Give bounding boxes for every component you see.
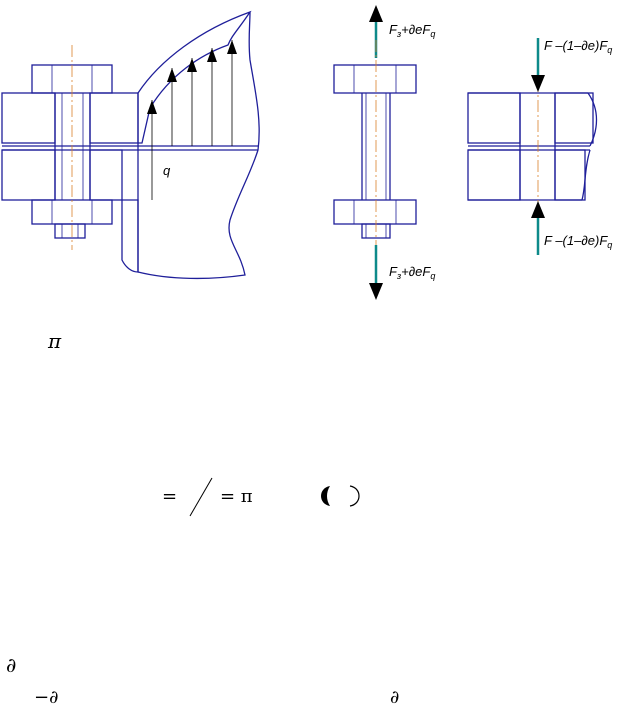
right-bottom-arrowhead xyxy=(531,201,545,218)
top-force-arrowhead xyxy=(369,5,383,22)
lower-left-flange xyxy=(1,149,56,201)
pressure-arrow-5 xyxy=(227,40,237,54)
upper-left-flange xyxy=(1,92,56,144)
right-bottom-force-label: F –(1–∂e)Fq xyxy=(544,233,612,250)
vessel-wall-bottom xyxy=(121,199,139,273)
pressure-arrow-2 xyxy=(167,68,177,82)
paren-right xyxy=(349,485,360,507)
pi-symbol: π xyxy=(47,329,62,353)
mid-bolt-head xyxy=(333,64,417,94)
top-force-label: Fз+∂eFq xyxy=(389,22,435,39)
label-q: q xyxy=(163,163,171,178)
equation-fragment: = = π xyxy=(162,477,360,517)
paren-left xyxy=(321,486,330,506)
bottom-force-label: Fз+∂eFq xyxy=(389,264,435,281)
flange-break-line xyxy=(581,92,598,201)
vessel-outline xyxy=(137,11,260,280)
partial-symbol: ∂ xyxy=(6,653,16,677)
upper-mid-flange xyxy=(89,92,139,144)
bolt-free-body: Fз+∂eFq Fз+∂eFq xyxy=(333,5,435,300)
pressure-arrow-4 xyxy=(207,48,217,62)
lower-mid-flange xyxy=(89,149,123,201)
left-joint-drawing: q xyxy=(1,10,260,280)
right-top-arrowhead xyxy=(531,75,545,92)
right-top-force-label: F –(1–∂e)Fq xyxy=(544,38,612,55)
equals-pi: = π xyxy=(220,486,253,507)
vessel-wall-top xyxy=(137,10,252,144)
bottom-force-arrowhead xyxy=(369,283,383,300)
flange-free-body: F –(1–∂e)Fq F –(1–∂e)Fq xyxy=(467,38,612,255)
pressure-arrow-1 xyxy=(147,100,157,114)
pressure-arrow-3 xyxy=(187,58,197,72)
bolt-end xyxy=(54,223,86,239)
partial-symbol-2: ∂ xyxy=(390,687,399,708)
mid-nut xyxy=(333,199,417,225)
equals-1: = xyxy=(162,486,177,507)
minus-partial: −∂ xyxy=(34,687,58,708)
